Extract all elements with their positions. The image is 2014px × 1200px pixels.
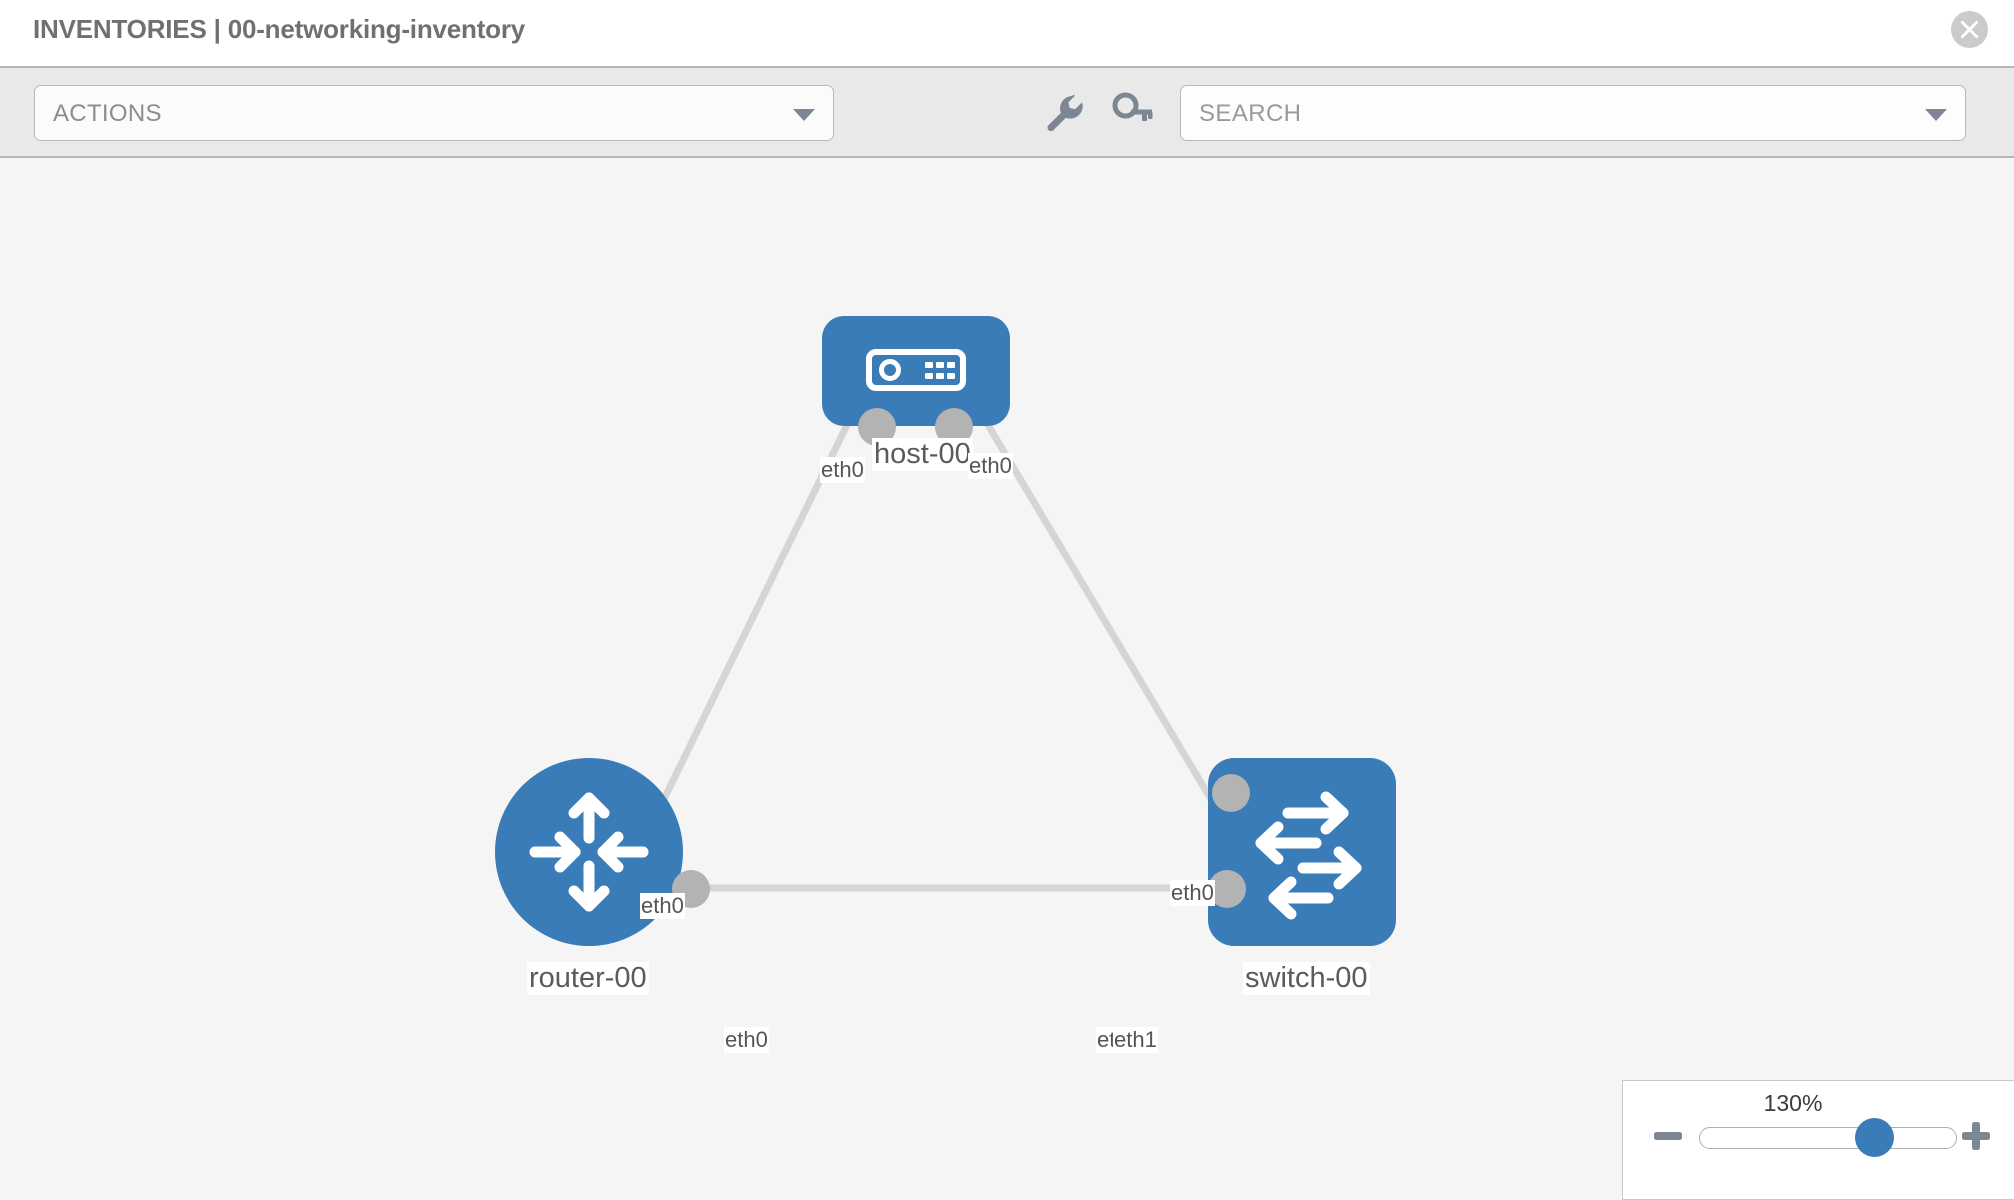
node-shape [822, 316, 1010, 426]
edge-label-router-right: eth0 [724, 1027, 769, 1053]
close-icon[interactable] [1951, 11, 1988, 48]
link-host-router[interactable] [636, 376, 874, 850]
edge-label-host-left: eth0 [820, 457, 865, 483]
topology-links [636, 376, 1244, 892]
edge-label-host-right: eth0 [968, 453, 1013, 479]
page-title: INVENTORIES | 00-networking-inventory [33, 14, 526, 44]
port-dot-switch-top[interactable] [1212, 774, 1250, 812]
key-icon[interactable] [1110, 90, 1156, 136]
edge-label-switch-up: eth0 [1170, 880, 1215, 906]
node-host-00[interactable] [822, 316, 1010, 426]
zoom-slider-thumb[interactable] [1855, 1118, 1894, 1157]
node-label-switch-00: switch-00 [1243, 962, 1370, 995]
zoom-level-value: 130% [1763, 1090, 1823, 1116]
chevron-down-icon [793, 109, 815, 121]
zoom-slider[interactable] [1699, 1127, 1957, 1149]
actions-dropdown-label: ACTIONS [53, 100, 162, 127]
switch-arrows-icon [1255, 791, 1362, 920]
search-placeholder: SEARCH [1199, 100, 1302, 127]
plus-icon[interactable] [1959, 1119, 1993, 1153]
edge-label-router-up: eth0 [640, 893, 685, 919]
page-header: INVENTORIES | 00-networking-inventory [0, 0, 2014, 68]
router-arrows-icon [529, 792, 649, 912]
search-input[interactable]: SEARCH [1180, 85, 1966, 141]
node-label-host-00: host-00 [872, 438, 973, 471]
wrench-icon[interactable] [1041, 90, 1087, 136]
edge-label-switch-left-over: eth1 [1113, 1027, 1158, 1053]
chevron-down-icon[interactable] [1925, 109, 1947, 121]
actions-dropdown[interactable]: ACTIONS [34, 85, 834, 141]
link-host-switch[interactable] [956, 376, 1244, 850]
node-label-router-00: router-00 [527, 962, 649, 995]
topology-canvas[interactable]: host-00 eth0 eth0 [0, 158, 2014, 1200]
minus-icon[interactable] [1651, 1119, 1685, 1153]
zoom-control-panel: 130% [1622, 1080, 2014, 1200]
server-icon [866, 349, 966, 391]
